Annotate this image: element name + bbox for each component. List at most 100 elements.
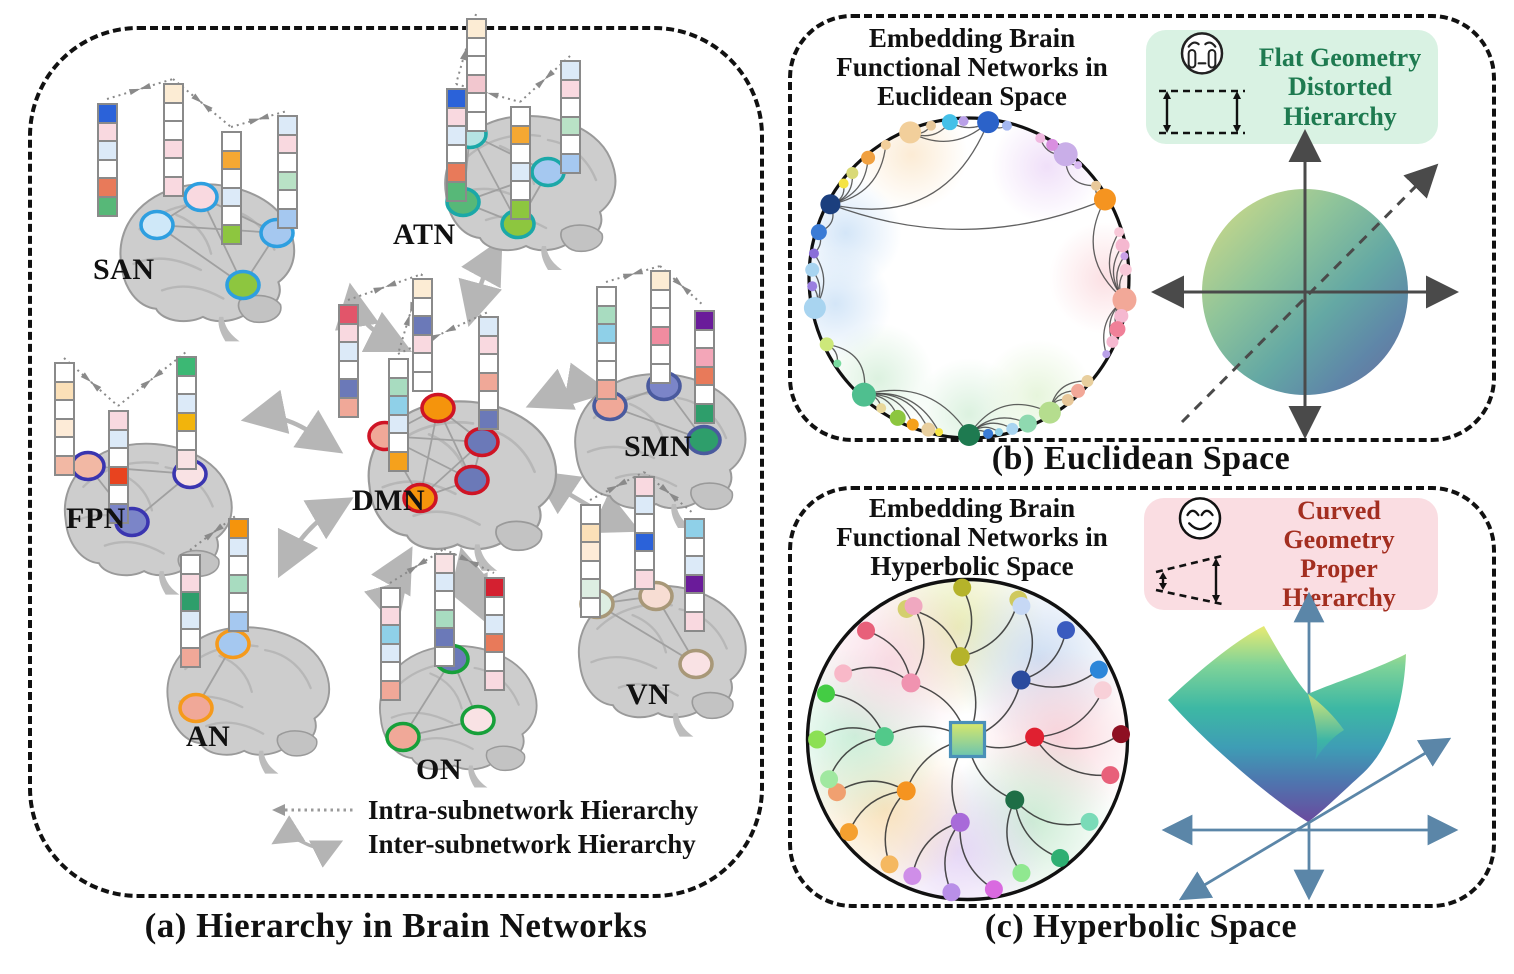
feature-strip xyxy=(412,278,433,393)
feature-strip xyxy=(478,316,499,431)
embedding-node xyxy=(1001,120,1012,131)
flat-geometry-badge: Flat Geometry Distorted Hierarchy xyxy=(1146,30,1438,144)
intra-arrow-icon xyxy=(268,800,360,820)
hub-node xyxy=(950,647,970,667)
hub-node xyxy=(950,812,970,832)
label-dmn: DMN xyxy=(352,484,426,517)
caption-panel-a: (a) Hierarchy in Brain Networks xyxy=(144,906,648,945)
brain-node xyxy=(183,181,219,213)
embedding-node xyxy=(876,403,887,414)
embedding-node xyxy=(977,111,1000,134)
leaf-node xyxy=(1080,812,1099,831)
feature-cell xyxy=(388,451,409,473)
feature-cell xyxy=(338,397,359,419)
feature-cell xyxy=(446,181,467,203)
legend: Intra-subnetwork Hierarchy Inter-subnetw… xyxy=(268,794,698,868)
feature-strip xyxy=(54,362,75,477)
embedding-node xyxy=(1102,350,1111,359)
feature-strip xyxy=(560,60,581,175)
embedding-node xyxy=(1061,394,1074,407)
subnetwork-dmn: DMN xyxy=(330,273,610,578)
feature-strip xyxy=(466,18,487,133)
embedding-node xyxy=(833,359,842,368)
brain-node xyxy=(686,424,722,456)
embedding-node xyxy=(1038,401,1061,424)
feature-strip xyxy=(484,577,505,692)
brain-node xyxy=(420,392,456,424)
embedding-node xyxy=(926,120,937,131)
feature-cell xyxy=(434,646,455,668)
feature-strip xyxy=(694,310,715,425)
sphere-with-axes xyxy=(1151,129,1459,439)
label-atn: ATN xyxy=(393,218,456,251)
feature-cell xyxy=(478,409,499,431)
brain-node xyxy=(464,426,500,458)
feature-strip xyxy=(108,410,129,525)
feature-strip xyxy=(510,106,531,221)
embedding-node xyxy=(941,114,958,131)
panel-c-border xyxy=(788,486,1496,908)
leaf-node xyxy=(984,880,1003,899)
leaf-node xyxy=(1012,864,1031,883)
leaf-node xyxy=(1101,766,1120,785)
embedding-node xyxy=(983,428,994,439)
brain-node xyxy=(139,209,175,241)
embedding-node xyxy=(807,281,818,292)
feature-strip xyxy=(221,131,242,246)
feature-strip xyxy=(97,103,118,218)
feature-cell xyxy=(694,403,715,425)
leaf-node xyxy=(820,770,839,789)
feature-cell xyxy=(596,379,617,401)
embedding-node xyxy=(958,424,980,446)
feature-cell xyxy=(560,153,581,175)
embedding-node xyxy=(820,194,841,215)
inter-arrow-icon xyxy=(268,815,360,868)
feature-strip xyxy=(580,504,601,619)
subnetwork-vn: VN xyxy=(552,471,832,772)
embedding-node xyxy=(1081,375,1094,388)
embedding-node xyxy=(1071,383,1086,398)
badge-c-icons xyxy=(1152,495,1248,613)
legend-inter-label: Inter-subnetwork Hierarchy xyxy=(368,828,696,859)
leaf-node xyxy=(808,730,827,749)
leaf-node xyxy=(1089,660,1108,679)
expanding-distance-diagram xyxy=(1150,550,1250,613)
embedding-node xyxy=(819,337,834,352)
embedding-node xyxy=(889,409,906,426)
embedding-node xyxy=(1106,335,1119,348)
leaf-node xyxy=(904,596,923,615)
embedding-node xyxy=(838,178,849,189)
embedding-node xyxy=(1046,138,1059,151)
feature-strip xyxy=(596,286,617,401)
legend-row-intra: Intra-subnetwork Hierarchy xyxy=(268,794,698,826)
subnetwork-an: AN xyxy=(138,513,418,818)
feature-strip xyxy=(380,587,401,702)
leaf-node xyxy=(857,621,876,640)
hyperbolic-embedding-disk xyxy=(805,577,1131,902)
embedding-node xyxy=(880,139,891,150)
euclidean-embedding-graph xyxy=(803,111,1137,446)
feature-cell xyxy=(108,503,129,525)
subnetwork-atn: ATN xyxy=(393,13,688,302)
brain-node xyxy=(402,482,438,514)
caption-panel-b: (b) Euclidean Space xyxy=(991,440,1291,477)
embedding-node xyxy=(958,116,969,127)
legend-intra-label: Intra-subnetwork Hierarchy xyxy=(368,794,699,825)
feature-cell xyxy=(221,224,242,246)
panel-b-title: Embedding Brain Functional Networks in E… xyxy=(836,23,1108,111)
brain-node xyxy=(178,692,214,724)
hub-node xyxy=(1005,790,1025,810)
leaf-node xyxy=(1012,596,1031,615)
label-san: SAN xyxy=(93,253,155,286)
saddle-surface-with-axes xyxy=(1161,591,1459,901)
leaf-node xyxy=(827,783,846,802)
feature-cell xyxy=(650,363,671,385)
feature-cell xyxy=(466,111,487,133)
embedding-node xyxy=(899,121,922,144)
feature-cell xyxy=(580,597,601,619)
feature-strip xyxy=(388,358,409,473)
embedding-node xyxy=(1018,414,1037,433)
embedding-node xyxy=(1035,133,1046,144)
leaf-node xyxy=(839,823,858,842)
